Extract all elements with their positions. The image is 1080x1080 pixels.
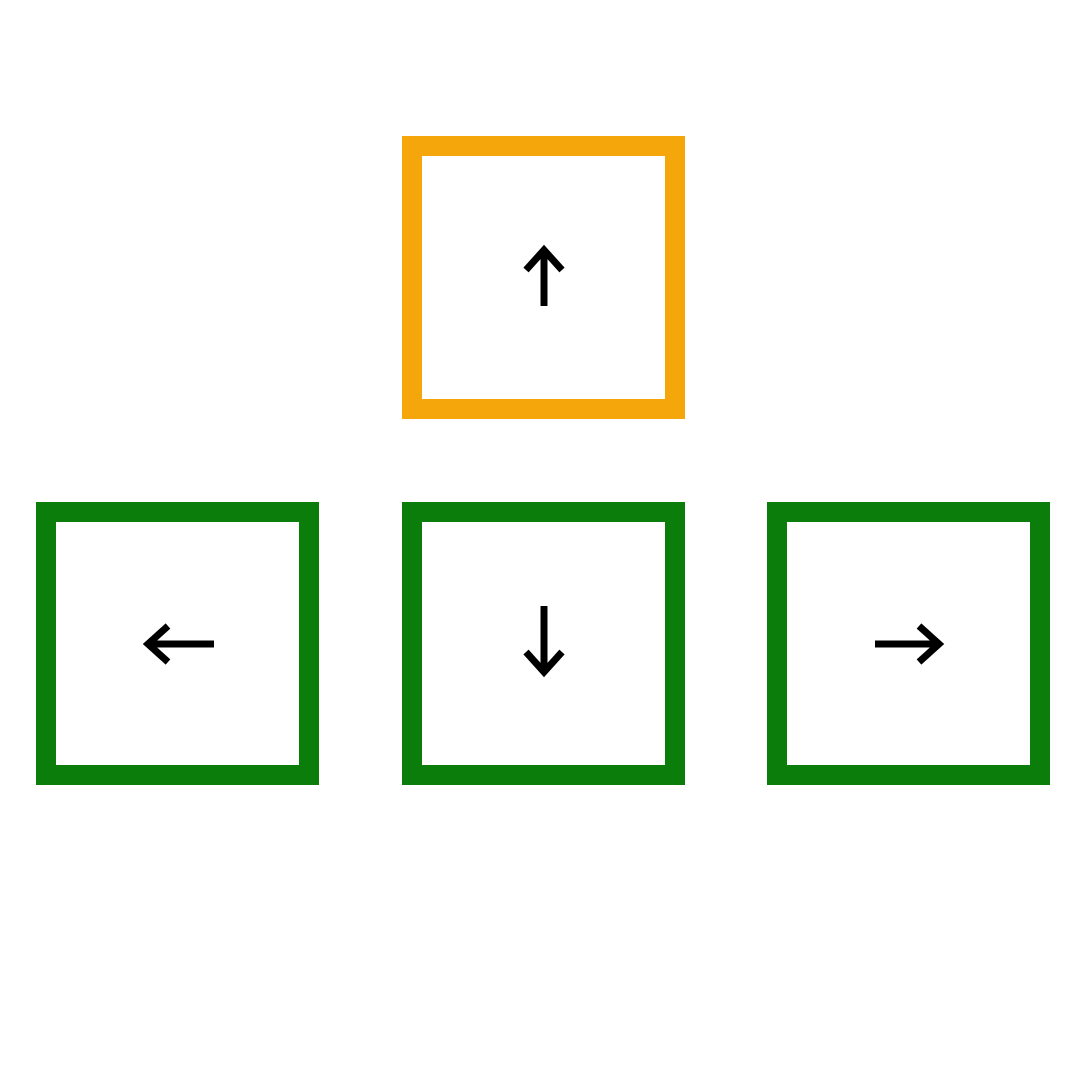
arrow-left-icon	[142, 622, 214, 665]
arrow-up-icon	[522, 244, 565, 306]
arrow-right-icon	[874, 622, 944, 665]
left-arrow-key[interactable]	[36, 502, 319, 785]
down-arrow-key[interactable]	[402, 502, 685, 785]
arrow-down-icon	[522, 605, 565, 677]
right-arrow-key[interactable]	[767, 502, 1050, 785]
up-arrow-key[interactable]	[402, 136, 685, 419]
